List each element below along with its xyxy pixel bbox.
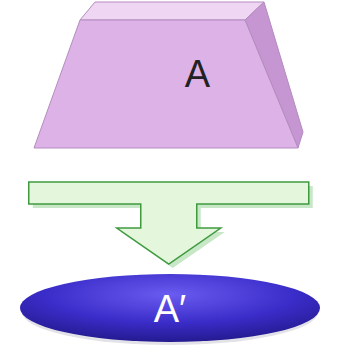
- block-shape: [30, 0, 305, 150]
- node-label: A: [185, 54, 210, 96]
- front-face: [34, 20, 298, 148]
- trapezoid-block: A: [30, 0, 305, 150]
- node-label: A′: [154, 289, 186, 331]
- block-arrow: [29, 182, 313, 268]
- top-face: [80, 2, 264, 20]
- ellipse-node: A′: [18, 272, 322, 347]
- arrow-body: [29, 182, 309, 264]
- ellipse-body: [20, 274, 320, 342]
